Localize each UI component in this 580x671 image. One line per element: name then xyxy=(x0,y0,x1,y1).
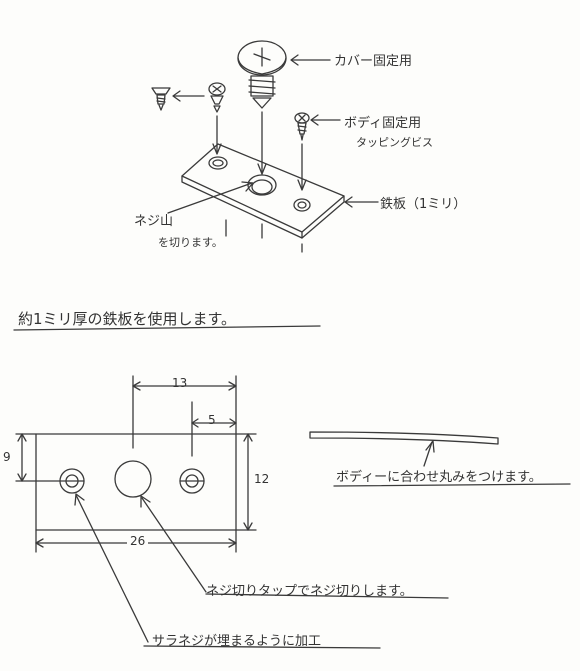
dimension-13: 13 xyxy=(172,376,188,390)
countersunk-screw-icon xyxy=(151,87,171,111)
dimension-5: 5 xyxy=(208,413,216,427)
tapping-screw-icon xyxy=(294,112,310,141)
body-screw-label: ボディ固定用 xyxy=(344,116,422,131)
cover-screw-icon xyxy=(237,40,287,109)
cover-screw-label: カバー固定用 xyxy=(334,54,413,69)
steel-plate-label: 鉄板（1ミリ） xyxy=(380,197,467,212)
tap-note: ネジ切りタップでネジ切りします。 xyxy=(206,584,413,599)
dimension-26: 26 xyxy=(127,534,149,548)
steel-plate-icon xyxy=(181,143,345,239)
countersink-note: サラネジが埋まるように加工 xyxy=(152,634,322,649)
dimension-12: 12 xyxy=(254,472,270,486)
thickness-note: 約1ミリ厚の鉄板を使用します。 xyxy=(18,310,237,328)
dimension-9: 9 xyxy=(3,450,11,464)
tapping-screw-label: タッピングビス xyxy=(356,136,433,149)
thread-cut-label: を切ります。 xyxy=(158,236,223,249)
flat-plate-icon xyxy=(35,433,237,531)
thread-label: ネジ山 xyxy=(134,214,174,229)
curved-plate-icon xyxy=(309,431,499,445)
rounded-note: ボディーに合わせ丸みをつけます。 xyxy=(336,470,542,485)
pan-screw-icon xyxy=(208,82,226,113)
